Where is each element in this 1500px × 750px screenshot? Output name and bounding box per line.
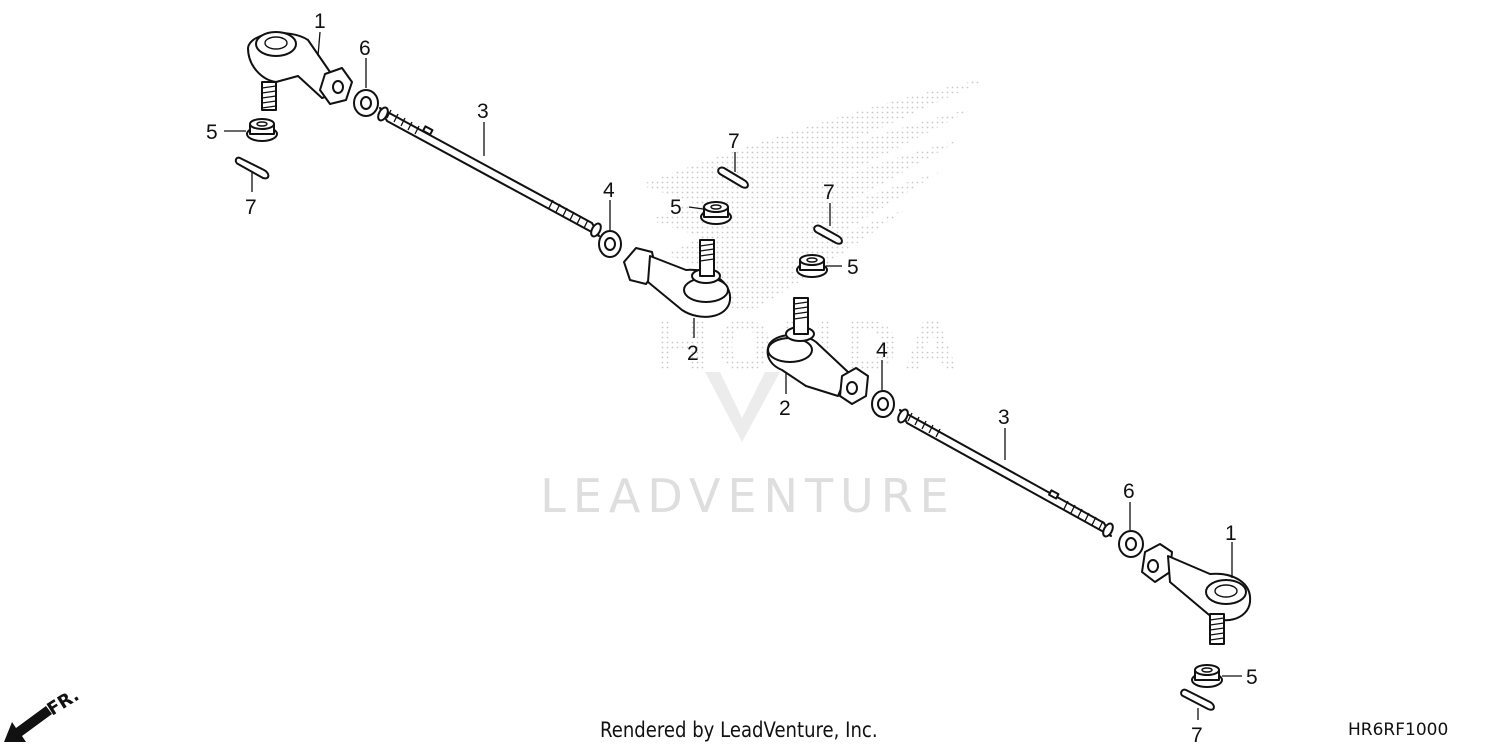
- callout-4-left: 4: [603, 179, 615, 202]
- jam-nut-right: [1118, 530, 1144, 558]
- tie-rod-end-right-outer: [1141, 543, 1252, 645]
- tie-rod-end-right-inner: [766, 297, 869, 405]
- callout-6-right: 6: [1123, 480, 1135, 503]
- tie-rod-right: [897, 408, 1114, 538]
- tie-rod-left: [377, 106, 602, 238]
- diagram-code: HR6RF1000: [1348, 720, 1449, 740]
- tie-rod-end-left-outer: [247, 31, 353, 111]
- callout-7-center-right: 7: [823, 181, 835, 204]
- callout-6-left: 6: [359, 37, 371, 60]
- callout-3-right: 3: [998, 406, 1010, 429]
- cotter-pin-1: [234, 156, 270, 180]
- jam-nut-left: [353, 89, 379, 117]
- render-credit: Rendered by LeadVenture, Inc.: [600, 718, 878, 742]
- leadventure-watermark-text: LEADVENTURE: [540, 469, 956, 523]
- cotter-pin-3: [813, 224, 843, 245]
- leader-lines: [224, 31, 1242, 720]
- callout-7-center-left: 7: [728, 130, 740, 153]
- callout-5-upper-left: 5: [206, 121, 218, 144]
- cotter-pin-2: [717, 166, 749, 189]
- callout-5-center-right: 5: [847, 256, 859, 279]
- callout-2-left: 2: [687, 342, 699, 365]
- castle-nut-4: [1191, 664, 1223, 688]
- callout-5-center-left: 5: [670, 196, 682, 219]
- castle-nut-2: [700, 201, 732, 225]
- callout-1-left: 1: [314, 10, 326, 33]
- callout-7-upper-left: 7: [245, 196, 257, 219]
- lock-nut-right: [871, 390, 895, 418]
- leadventure-logo-mark: [705, 372, 780, 442]
- callout-5-lower-right: 5: [1246, 666, 1258, 689]
- callout-7-lower-right: 7: [1191, 724, 1203, 747]
- tie-rod-end-left-inner: [623, 239, 732, 318]
- callout-1-right: 1: [1225, 522, 1237, 545]
- front-direction-arrow-icon: [4, 706, 52, 742]
- castle-nut-1: [246, 118, 278, 142]
- cotter-pin-4: [1180, 688, 1215, 711]
- callout-3-left: 3: [477, 100, 489, 123]
- castle-nut-3: [796, 254, 828, 278]
- lock-nut-left: [598, 230, 622, 258]
- callout-4-right: 4: [876, 339, 888, 362]
- callout-2-right: 2: [779, 397, 791, 420]
